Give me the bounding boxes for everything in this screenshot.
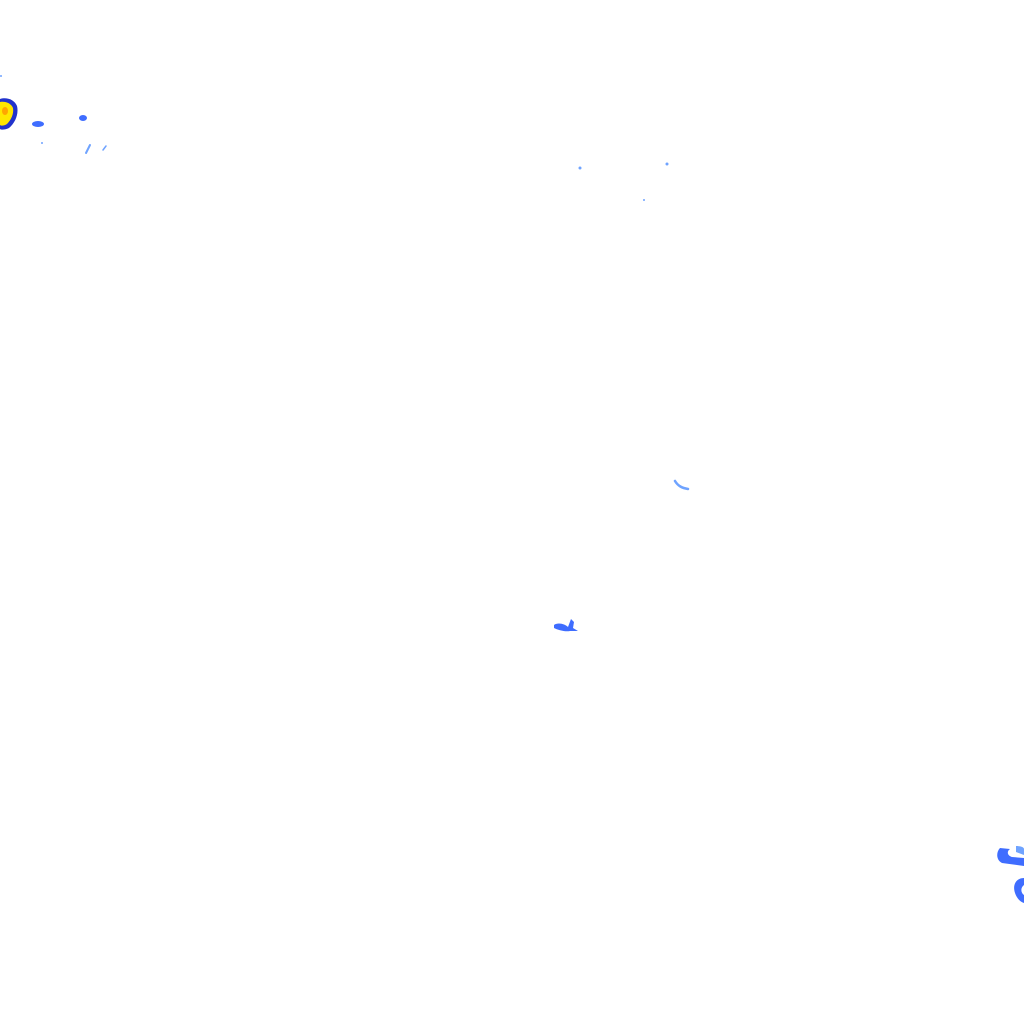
- echo-dot: [0, 75, 2, 77]
- storm-cell-intense: [0, 98, 18, 130]
- echo-streak: [85, 144, 91, 154]
- echo-blob: [79, 115, 87, 121]
- echo-streak: [102, 145, 107, 151]
- light-returns-southeast: [997, 846, 1024, 903]
- echo-streak: [673, 479, 690, 491]
- echo-band-edge: [1016, 846, 1024, 855]
- echo-dot: [643, 199, 645, 201]
- echo-band: [997, 848, 1024, 866]
- light-returns-center: [554, 479, 690, 632]
- echo-arc: [1014, 878, 1024, 903]
- echo-blob: [554, 619, 578, 632]
- echo-dot: [41, 142, 43, 144]
- echo-dot: [665, 162, 669, 166]
- storm-cell-core: [2, 107, 8, 115]
- echo-blob: [32, 121, 44, 127]
- light-returns-northwest: [0, 75, 107, 154]
- echo-dot: [578, 166, 582, 170]
- light-returns-north: [578, 162, 669, 201]
